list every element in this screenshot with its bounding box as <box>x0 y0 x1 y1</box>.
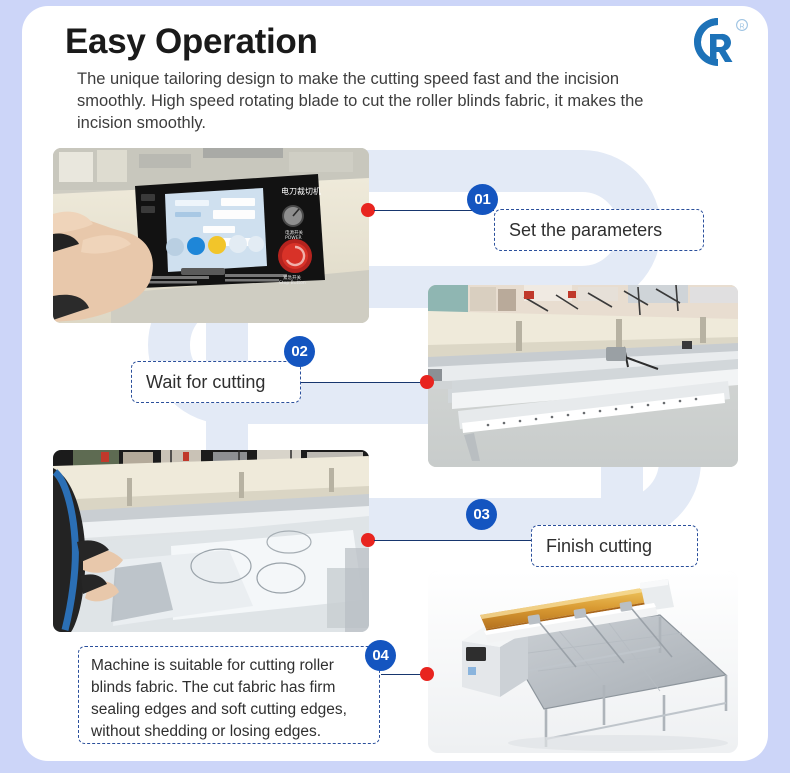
step-03-marker-dot <box>361 533 375 547</box>
step-02-marker-dot <box>420 375 434 389</box>
svg-text:电刀裁切机: 电刀裁切机 <box>281 186 321 196</box>
svg-text:R: R <box>739 23 744 30</box>
step-01-marker-dot <box>361 203 375 217</box>
svg-text:电源开关: 电源开关 <box>285 229 303 236</box>
step-04-badge: 04 <box>365 640 396 671</box>
svg-text:Stop Button: Stop Button <box>279 280 306 286</box>
step-02-badge: 02 <box>284 336 315 367</box>
svg-text:紧急开关: 紧急开关 <box>283 274 301 281</box>
step-04-marker-dot <box>420 667 434 681</box>
step-04-label-text: Machine is suitable for cutting roller b… <box>91 657 347 740</box>
page-subtitle: The unique tailoring design to make the … <box>77 70 644 132</box>
step-04-connector-line <box>381 673 423 676</box>
step-03-connector-line <box>374 539 531 542</box>
step-01-label-box: Set the parameters <box>494 209 704 251</box>
step-03-badge: 03 <box>466 499 497 530</box>
poster-card: Easy Operation The unique tailoring desi… <box>22 6 768 761</box>
step-photo-machine-render <box>428 571 738 753</box>
step-03-label-box: Finish cutting <box>531 525 698 567</box>
step-photo-machine-rail <box>428 285 738 467</box>
step-02-label-box: Wait for cutting <box>131 361 301 403</box>
step-01-label-text: Set the parameters <box>509 220 663 240</box>
step-04-label-box: Machine is suitable for cutting roller b… <box>78 646 380 744</box>
page-title: Easy Operation <box>65 22 318 61</box>
step-02-connector-line <box>301 381 423 384</box>
step-01-badge: 01 <box>467 184 498 215</box>
step-03-label-text: Finish cutting <box>546 536 653 556</box>
step-photo-worker-fabric <box>53 450 369 632</box>
step-02-label-text: Wait for cutting <box>146 372 266 392</box>
step-01-connector-line <box>374 209 494 212</box>
step-photo-control-panel: 电刀裁切机 电源开关 POWER 紧急开关 Stop Button <box>53 148 369 323</box>
brand-logo-icon: R <box>694 18 748 66</box>
svg-text:POWER: POWER <box>285 235 302 241</box>
header: Easy Operation The unique tailoring desi… <box>65 20 755 134</box>
